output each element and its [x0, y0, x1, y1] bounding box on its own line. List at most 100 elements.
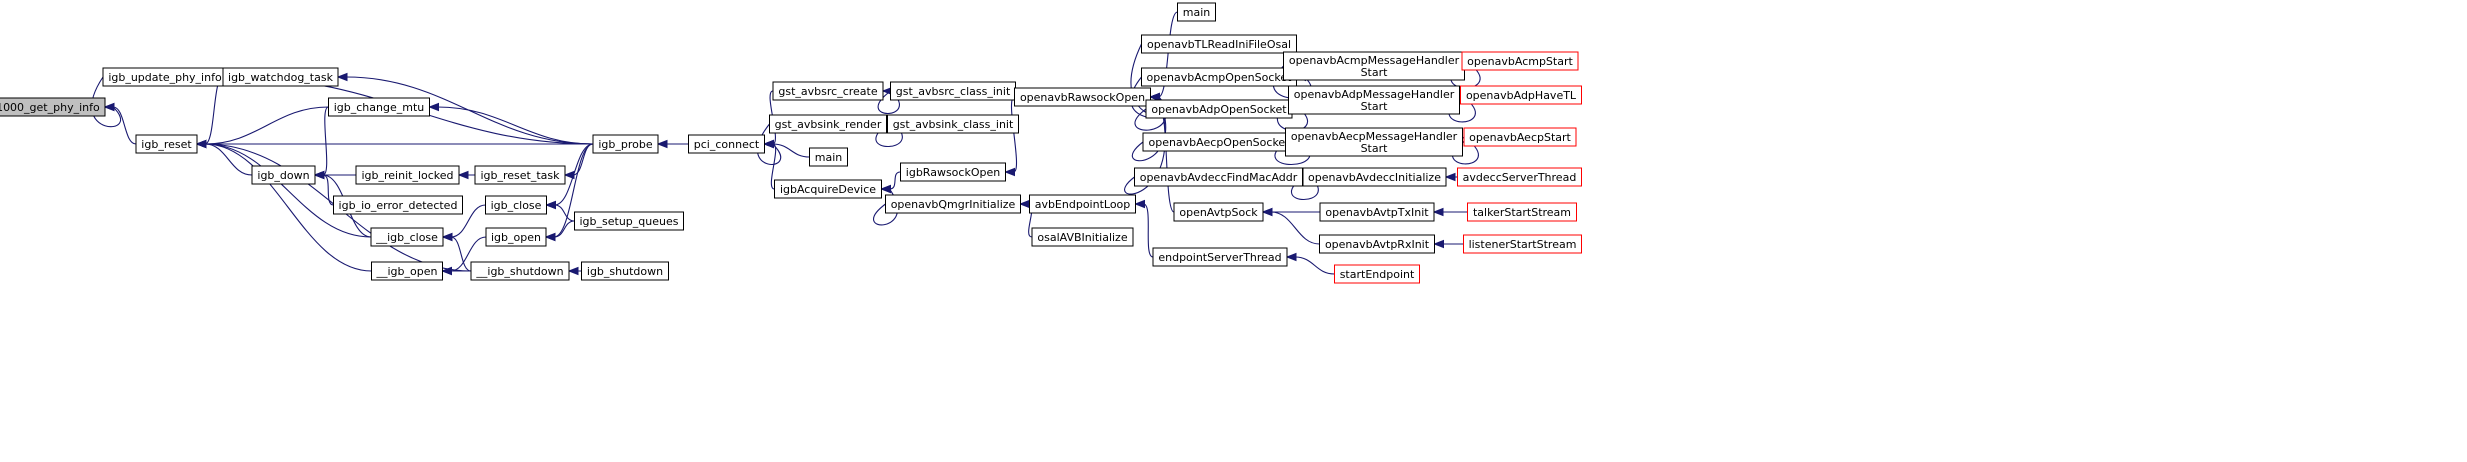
node-igb-shutdown[interactable]: igb_shutdown: [581, 261, 669, 281]
node-box: [1319, 202, 1435, 222]
node-igb-setup-queues[interactable]: igb_setup_queues: [574, 211, 684, 231]
node-box: [581, 261, 669, 281]
node-label: __igb_shutdown: [475, 265, 563, 278]
node-igb-open[interactable]: __igb_open: [371, 261, 443, 281]
node-igb-io-error-detected[interactable]: igb_io_error_detected: [333, 195, 463, 215]
node-label: gst_avbsrc_class_init: [896, 85, 1011, 98]
node-openavbtlreadinifileosal[interactable]: openavbTLReadIniFileOsal: [1141, 34, 1297, 54]
node-talkerstartstream[interactable]: talkerStartStream: [1467, 202, 1577, 222]
node-igb-reinit-locked[interactable]: igb_reinit_locked: [355, 165, 460, 185]
arrowhead: [1149, 92, 1160, 102]
arrowhead: [656, 139, 668, 149]
node-igb-probe[interactable]: igb_probe: [592, 134, 659, 154]
node-label: main: [1183, 6, 1211, 19]
node-igb-close[interactable]: __igb_close: [370, 227, 444, 247]
arrowhead: [441, 232, 453, 242]
node-label: gst_avbsink_render: [775, 118, 882, 131]
node-openavbrawsockopen[interactable]: openavbRawsockOpen: [1014, 87, 1151, 107]
node-openavbadpopensocket[interactable]: openavbAdpOpenSocket: [1145, 99, 1293, 119]
node-avbendpointloop[interactable]: avbEndpointLoop: [1029, 194, 1136, 214]
node-openavbaecpopensocket[interactable]: openavbAecpOpenSocket: [1142, 132, 1296, 152]
node-startendpoint[interactable]: startEndpoint: [1334, 264, 1420, 284]
node-box: [1460, 85, 1582, 105]
node-igb-update-phy-info[interactable]: igb_update_phy_info: [102, 67, 228, 87]
node-pci-connect[interactable]: pci_connect: [688, 134, 765, 154]
node-igb-shutdown[interactable]: __igb_shutdown: [470, 261, 570, 281]
node-label: openavbAcmpStart: [1467, 55, 1573, 68]
node-openavbacmpstart[interactable]: openavbAcmpStart: [1461, 51, 1579, 71]
node-box: [1319, 234, 1435, 254]
node-main-2[interactable]: main: [1177, 2, 1216, 22]
node-box: [1467, 202, 1577, 222]
edge-igb-probe-to-igb-open: [553, 143, 594, 238]
node-label: igb_reset: [141, 138, 192, 151]
node-label: igb_reset_task: [480, 169, 560, 182]
arrowhead: [1261, 207, 1273, 217]
node-igb-watchdog-task[interactable]: igb_watchdog_task: [222, 67, 339, 87]
node-label: openavbAcmpOpenSocket: [1147, 71, 1293, 84]
node-igbacquiredevice[interactable]: igbAcquireDevice: [774, 179, 882, 199]
node-main-1[interactable]: main: [809, 147, 848, 167]
node-label: Start: [1361, 142, 1389, 155]
edge-startendpoint-to-endpointserverthread: [1294, 256, 1335, 275]
node-avdeccserverthread[interactable]: avdeccServerThread: [1457, 167, 1582, 187]
node-igb-change-mtu[interactable]: igb_change_mtu: [328, 97, 430, 117]
node-box: [1463, 234, 1582, 254]
node-box: [887, 114, 1019, 134]
node-label: igbRawsockOpen: [906, 166, 1000, 179]
arrowhead: [567, 266, 579, 276]
node-gst-avbsrc-create[interactable]: gst_avbsrc_create: [772, 81, 884, 101]
edge-main-1-to-pci-connect: [772, 143, 810, 158]
edge-igb-update-phy-info-to-e1000-get-phy-info: [91, 76, 121, 128]
node-label: openavbAvtpTxInit: [1325, 206, 1429, 219]
node-label: startEndpoint: [1340, 268, 1415, 281]
node-box: [1029, 194, 1136, 214]
node-openavbavdeccinitialize[interactable]: openavbAvdeccInitialize: [1302, 167, 1447, 187]
node-igb-down[interactable]: igb_down: [251, 165, 316, 185]
node-listenerstartstream[interactable]: listenerStartStream: [1463, 234, 1582, 254]
node-box: [1457, 167, 1582, 187]
node-box: [1031, 227, 1134, 247]
node-openavbadphavetl[interactable]: openavbAdpHaveTL: [1460, 85, 1582, 105]
node-label: listenerStartStream: [1469, 238, 1577, 251]
node-e1000-get-phy-info[interactable]: e1000_get_phy_info: [0, 97, 106, 117]
node-igb-reset[interactable]: igb_reset: [135, 134, 198, 154]
edge-igb-reset-to-e1000-get-phy-info: [112, 106, 137, 145]
node-box: [1152, 247, 1288, 267]
node-openavbaecpstart[interactable]: openavbAecpStart: [1463, 127, 1577, 147]
arrowhead: [441, 266, 452, 276]
node-label: __igb_close: [375, 231, 438, 244]
node-label: osalAVBInitialize: [1037, 231, 1127, 244]
node-box: [1177, 2, 1216, 22]
arrowhead: [545, 200, 556, 210]
node-label: openavbAvdeccFindMacAddr: [1140, 171, 1298, 184]
node-openavbavtprxinit[interactable]: openavbAvtpRxInit: [1319, 234, 1435, 254]
node-openavbavtptxinit[interactable]: openavbAvtpTxInit: [1319, 202, 1435, 222]
node-label: igb_update_phy_info: [108, 71, 222, 84]
node-igb-open[interactable]: igb_open: [485, 227, 547, 247]
node-label: gst_avbsink_class_init: [893, 118, 1014, 131]
node-gst-avbsrc-class-init[interactable]: gst_avbsrc_class_init: [890, 81, 1016, 101]
node-gst-avbsink-class-init[interactable]: gst_avbsink_class_init: [887, 114, 1019, 134]
node-label: igb_probe: [598, 138, 652, 151]
node-openavbacmpopensocket[interactable]: openavbAcmpOpenSocket: [1141, 67, 1297, 87]
node-label: openavbAdpMessageHandler: [1294, 88, 1455, 101]
node-label: pci_connect: [694, 138, 760, 151]
node-osalavbinitialize[interactable]: osalAVBInitialize: [1031, 227, 1134, 247]
node-igbrawsockopen[interactable]: igbRawsockOpen: [900, 162, 1006, 182]
node-endpointserverthread[interactable]: endpointServerThread: [1152, 247, 1288, 267]
edge-igb-probe-to-igb-close: [554, 143, 594, 206]
node-openavbavdeccfindmacaddr[interactable]: openavbAvdeccFindMacAddr: [1134, 167, 1303, 187]
node-openavtpsock[interactable]: openAvtpSock: [1173, 202, 1264, 222]
node-box: [355, 165, 460, 185]
node-igb-close[interactable]: igb_close: [485, 195, 547, 215]
arrowhead: [880, 184, 891, 194]
node-gst-avbsink-render[interactable]: gst_avbsink_render: [769, 114, 887, 134]
node-openavbqmgrinitialize[interactable]: openavbQmgrInitialize: [885, 194, 1021, 214]
node-box: [222, 67, 339, 87]
node-igb-reset-task[interactable]: igb_reset_task: [474, 165, 566, 185]
node-box: [0, 97, 106, 117]
